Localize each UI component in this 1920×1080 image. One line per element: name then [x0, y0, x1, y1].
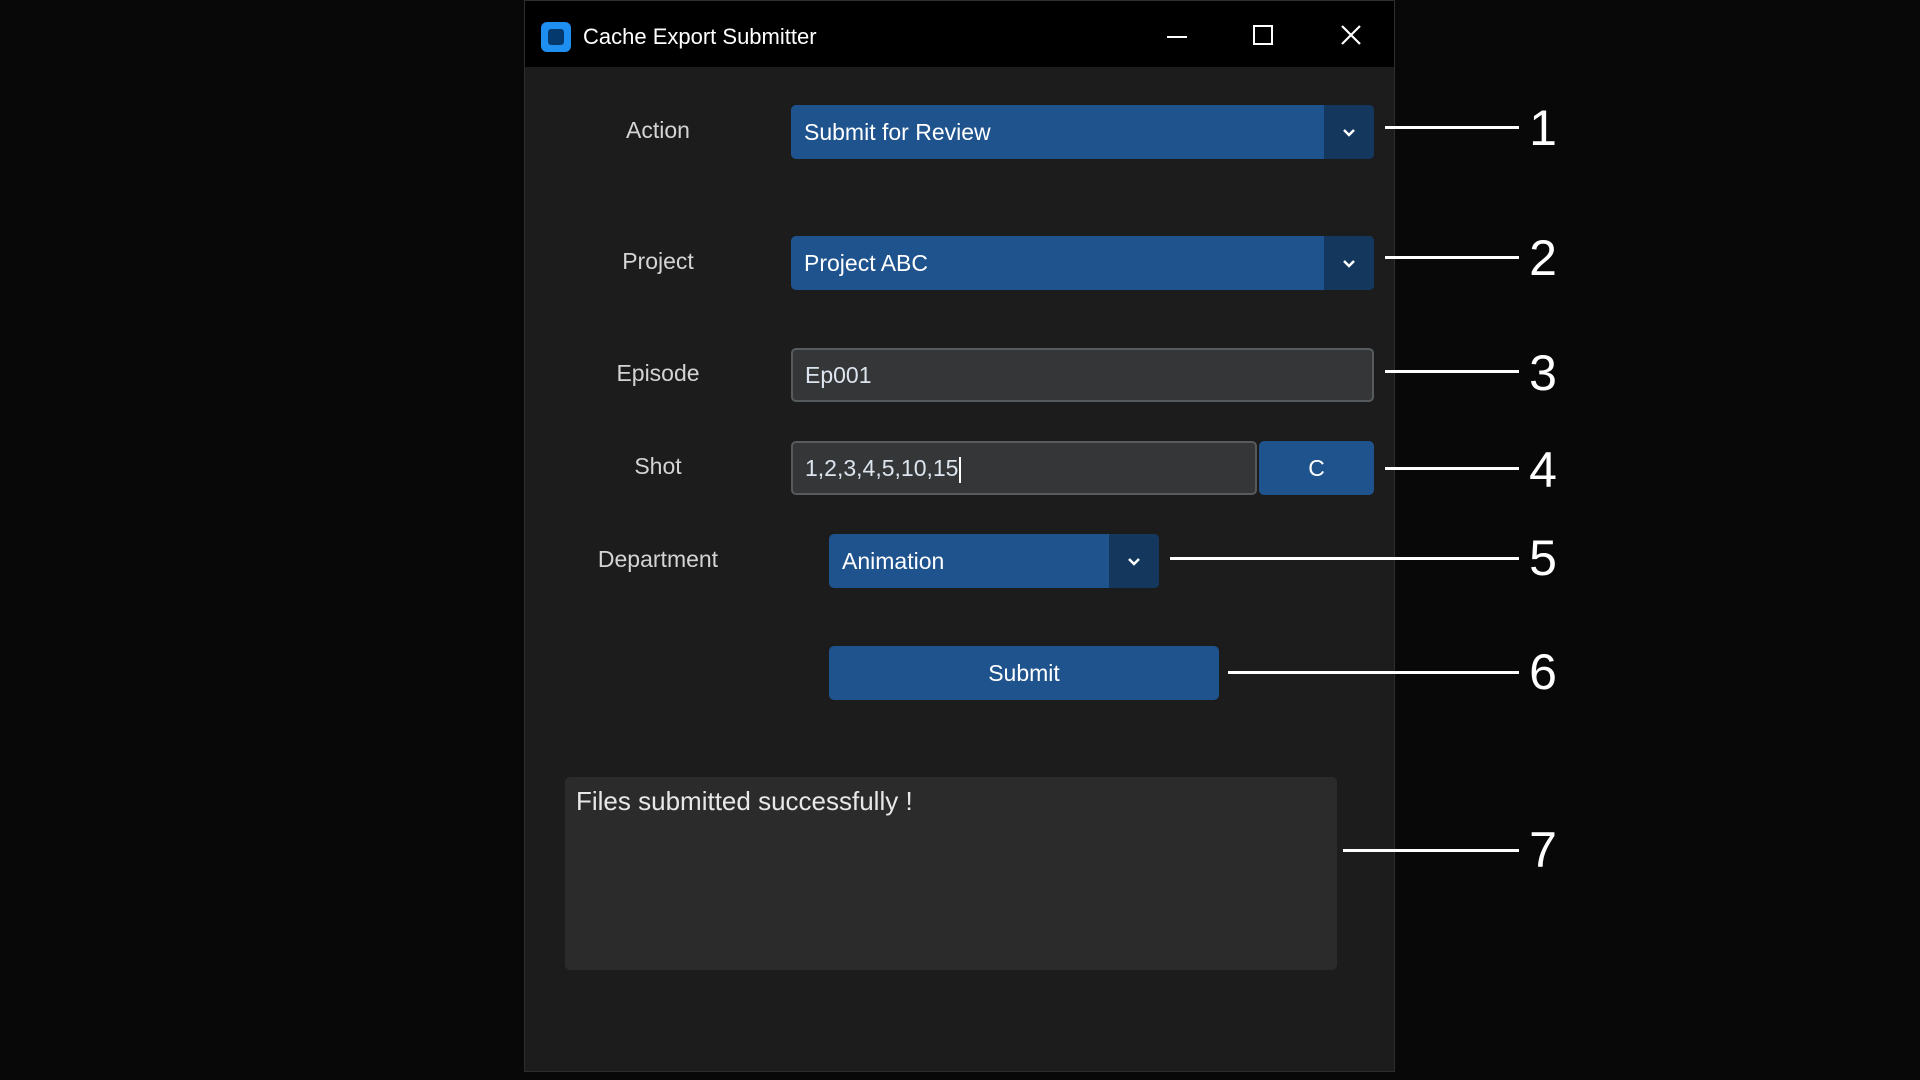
- callout-line-5: [1170, 557, 1519, 560]
- shot-clear-button[interactable]: C: [1259, 441, 1374, 495]
- app-icon: [541, 22, 571, 52]
- project-dropdown-arrow[interactable]: [1324, 236, 1374, 290]
- callout-line-7: [1343, 849, 1519, 852]
- maximize-icon: [1253, 25, 1273, 45]
- shot-input-value: 1,2,3,4,5,10,15: [805, 455, 959, 481]
- project-dropdown-value: Project ABC: [804, 250, 928, 276]
- window-title: Cache Export Submitter: [583, 24, 817, 49]
- department-dropdown-value: Animation: [842, 548, 945, 574]
- action-label: Action: [626, 117, 690, 143]
- department-dropdown[interactable]: Animation: [829, 534, 1159, 588]
- chevron-down-icon: [1128, 558, 1140, 566]
- callout-number-2: 2: [1529, 230, 1557, 286]
- shot-input[interactable]: 1,2,3,4,5,10,15: [791, 441, 1257, 495]
- action-dropdown-arrow[interactable]: [1324, 105, 1374, 159]
- project-label: Project: [622, 248, 694, 274]
- callout-line-4: [1385, 467, 1519, 470]
- close-button[interactable]: [1328, 15, 1374, 55]
- callout-line-1: [1385, 126, 1519, 129]
- callout-number-7: 7: [1529, 822, 1557, 878]
- callout-number-5: 5: [1529, 530, 1557, 586]
- callout-number-3: 3: [1529, 345, 1557, 401]
- minimize-icon: [1167, 36, 1187, 38]
- callout-line-2: [1385, 256, 1519, 259]
- app-window: Cache Export Submitter Action Submit for…: [524, 0, 1395, 1072]
- submit-button[interactable]: Submit: [829, 646, 1219, 700]
- callout-number-6: 6: [1529, 644, 1557, 700]
- output-textbox[interactable]: Files submitted successfully !: [565, 777, 1337, 970]
- close-icon: [1341, 25, 1361, 45]
- action-dropdown[interactable]: Submit for Review: [791, 105, 1374, 159]
- callout-line-3: [1385, 370, 1519, 373]
- chevron-down-icon: [1343, 129, 1355, 137]
- callout-line-6: [1228, 671, 1519, 674]
- callout-number-4: 4: [1529, 442, 1557, 498]
- minimize-button[interactable]: [1154, 15, 1200, 55]
- project-dropdown[interactable]: Project ABC: [791, 236, 1374, 290]
- department-label: Department: [597, 546, 719, 572]
- callout-number-1: 1: [1529, 100, 1557, 156]
- chevron-down-icon: [1343, 260, 1355, 268]
- maximize-button[interactable]: [1240, 15, 1286, 55]
- action-dropdown-value: Submit for Review: [804, 119, 991, 145]
- shot-label: Shot: [634, 453, 682, 479]
- episode-label: Episode: [616, 360, 700, 386]
- title-bar[interactable]: Cache Export Submitter: [525, 1, 1394, 67]
- episode-input[interactable]: Ep001: [791, 348, 1374, 402]
- text-cursor: [959, 456, 962, 483]
- department-dropdown-arrow[interactable]: [1109, 534, 1159, 588]
